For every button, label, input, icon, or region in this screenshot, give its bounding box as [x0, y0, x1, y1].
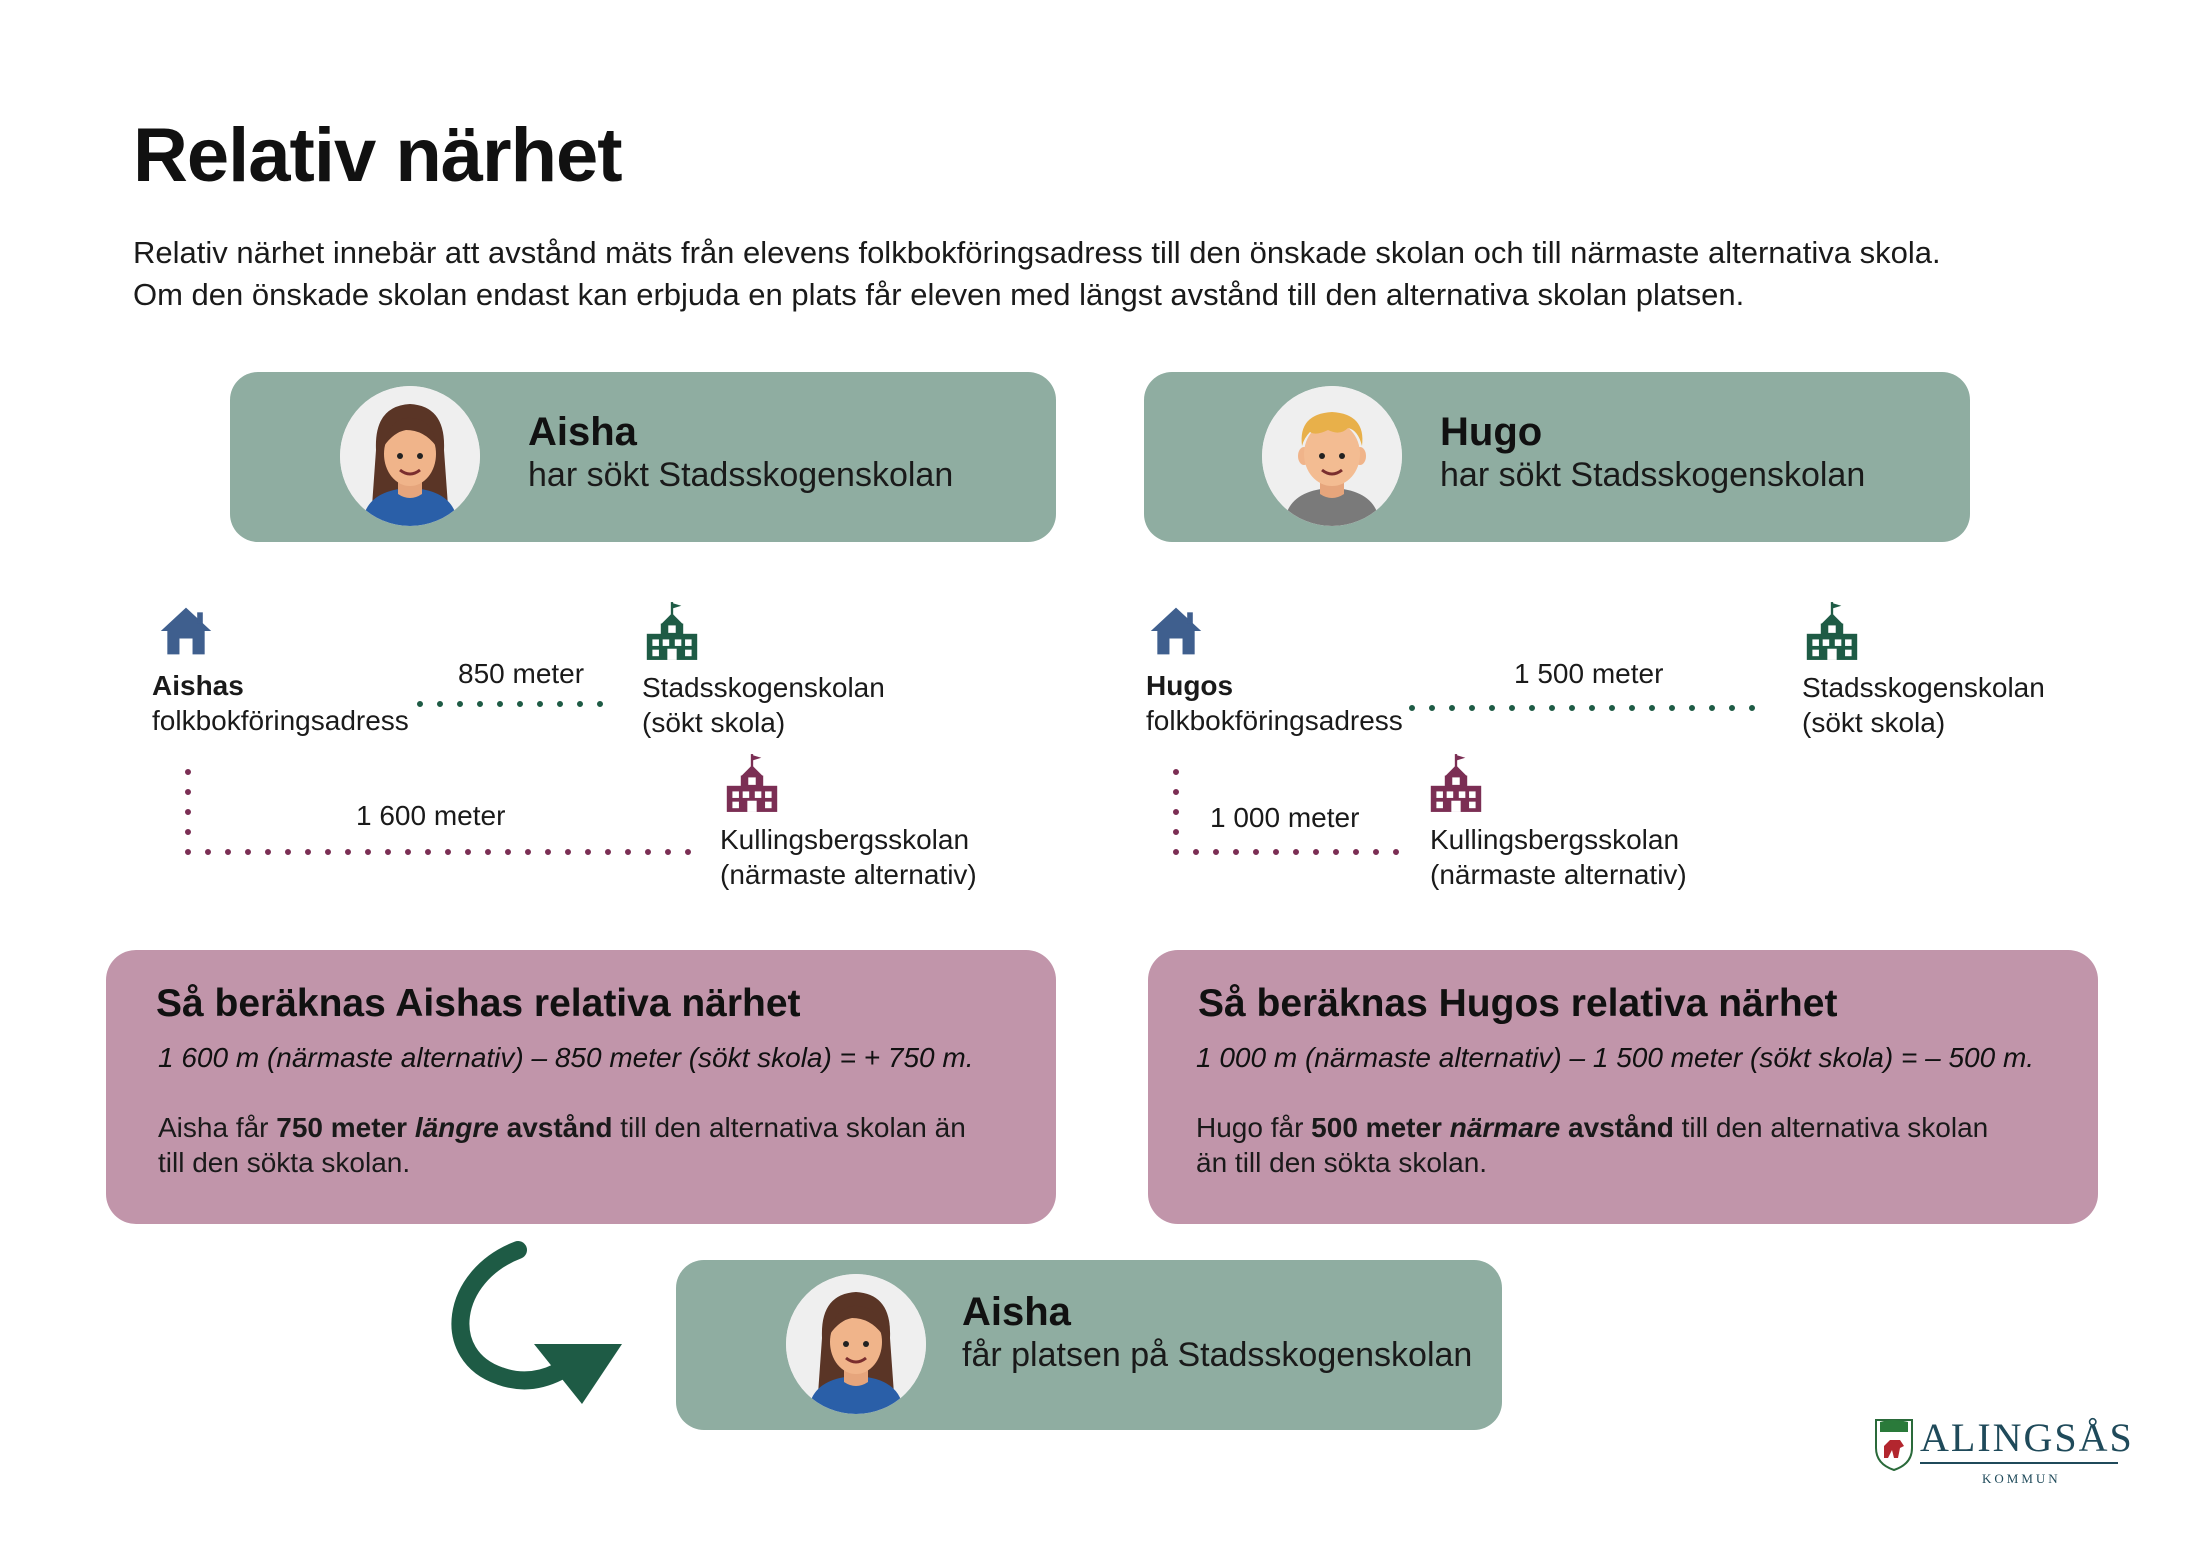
- intro-text: Relativ närhet innebär att avstånd mäts …: [133, 232, 2113, 316]
- hugo-sought-school-label: Stadsskogenskolan (sökt skola): [1802, 670, 2045, 740]
- aisha-result-bold-2: avstånd: [498, 1112, 613, 1143]
- aisha-result-emphasis: längre: [414, 1112, 499, 1143]
- aisha-avatar: [340, 386, 480, 526]
- hugo-calc-result: Hugo får 500 meter närmare avstånd till …: [1196, 1110, 2026, 1180]
- result-card: Aisha får platsen på Stadsskogenskolan: [676, 1260, 1502, 1430]
- result-avatar: [786, 1274, 926, 1414]
- aisha-calculation-card: Så beräknas Aishas relativa närhet 1 600…: [106, 950, 1056, 1224]
- aisha-result-bold: 750 meter: [276, 1112, 415, 1143]
- hugo-sought-distance: 1 500 meter: [1514, 658, 1664, 689]
- hugo-alt-school-note: (närmaste alternativ): [1430, 859, 1687, 890]
- school-icon: [1428, 752, 1484, 814]
- aisha-alt-school-name: Kullingsbergsskolan: [720, 824, 970, 855]
- aisha-sought-school-name: Stadsskogenskolan: [642, 672, 885, 703]
- hugo-result-prefix: Hugo får: [1196, 1112, 1312, 1143]
- aisha-home-text: folkbokföringsadress: [152, 705, 409, 736]
- hugo-subtitle: har sökt Stadsskogenskolan: [1440, 456, 1866, 494]
- logo-underline: [1920, 1462, 2118, 1464]
- aisha-result-suffix: till den alternativa skolan än till den …: [158, 1112, 966, 1178]
- intro-line-2: Om den önskade skolan endast kan erbjuda…: [133, 277, 1745, 312]
- aisha-alt-school-note: (närmaste alternativ): [720, 859, 977, 890]
- logo-sub: KOMMUN: [1982, 1471, 2061, 1486]
- aisha-calc-result: Aisha får 750 meter längre avstånd till …: [158, 1110, 978, 1180]
- hugo-home-name: Hugos: [1146, 670, 1234, 701]
- school-icon: [1804, 600, 1860, 662]
- aisha-sought-school-note: (sökt skola): [642, 707, 786, 738]
- aisha-alt-distance: 1 600 meter: [356, 800, 506, 831]
- curved-arrow-icon: [451, 1241, 622, 1404]
- hugo-calc-title: Så beräknas Hugos relativa närhet: [1198, 982, 1838, 1025]
- hugo-home-label: Hugos folkbokföringsadress: [1146, 668, 1403, 738]
- hugo-result-emphasis: närmare: [1449, 1112, 1561, 1143]
- aisha-result-prefix: Aisha får: [158, 1112, 277, 1143]
- result-subtitle: får platsen på Stadsskogenskolan: [962, 1336, 1473, 1374]
- hugo-result-suffix: till den alternativa skolan än till den …: [1196, 1112, 1989, 1178]
- hugo-avatar: [1262, 386, 1402, 526]
- aisha-sought-distance: 850 meter: [458, 658, 585, 689]
- aisha-home-name: Aishas: [152, 670, 244, 701]
- hugo-alt-distance: 1 000 meter: [1210, 802, 1360, 833]
- girl-avatar-icon: [786, 1274, 926, 1414]
- hugo-alt-school-label: Kullingsbergsskolan (närmaste alternativ…: [1430, 822, 1687, 892]
- school-icon: [724, 752, 780, 814]
- aisha-calc-title: Så beräknas Aishas relativa närhet: [156, 982, 801, 1025]
- home-icon: [1148, 604, 1204, 658]
- aisha-sought-school-label: Stadsskogenskolan (sökt skola): [642, 670, 885, 740]
- hugo-name: Hugo: [1440, 410, 1543, 454]
- result-name: Aisha: [962, 1290, 1071, 1334]
- hugo-profile-card: Hugo har sökt Stadsskogenskolan: [1144, 372, 1970, 542]
- aisha-name: Aisha: [528, 410, 637, 454]
- alingsas-logo: ALINGSÅS KOMMUN: [1874, 1414, 2132, 1494]
- hugo-sought-school-name: Stadsskogenskolan: [1802, 672, 2045, 703]
- hugo-result-bold: 500 meter: [1311, 1112, 1450, 1143]
- hugo-sought-school-note: (sökt skola): [1802, 707, 1946, 738]
- aisha-alt-school-label: Kullingsbergsskolan (närmaste alternativ…: [720, 822, 977, 892]
- home-icon: [158, 604, 214, 658]
- school-icon: [644, 600, 700, 662]
- aisha-home-label: Aishas folkbokföringsadress: [152, 668, 409, 738]
- intro-line-1: Relativ närhet innebär att avstånd mäts …: [133, 235, 1941, 270]
- hugo-calc-formula: 1 000 m (närmaste alternativ) – 1 500 me…: [1196, 1042, 2035, 1073]
- coat-of-arms-icon: [1875, 1419, 1913, 1472]
- hugo-result-bold-2: avstånd: [1560, 1112, 1674, 1143]
- aisha-calc-formula: 1 600 m (närmaste alternativ) – 850 mete…: [158, 1042, 974, 1073]
- aisha-profile-card: Aisha har sökt Stadsskogenskolan: [230, 372, 1056, 542]
- hugo-alt-school-name: Kullingsbergsskolan: [1430, 824, 1680, 855]
- logo-name: ALINGSÅS: [1920, 1415, 2134, 1460]
- hugo-calculation-card: Så beräknas Hugos relativa närhet 1 000 …: [1148, 950, 2098, 1224]
- page-title: Relativ närhet: [133, 113, 623, 198]
- aisha-subtitle: har sökt Stadsskogenskolan: [528, 456, 954, 494]
- hugo-home-text: folkbokföringsadress: [1146, 705, 1403, 736]
